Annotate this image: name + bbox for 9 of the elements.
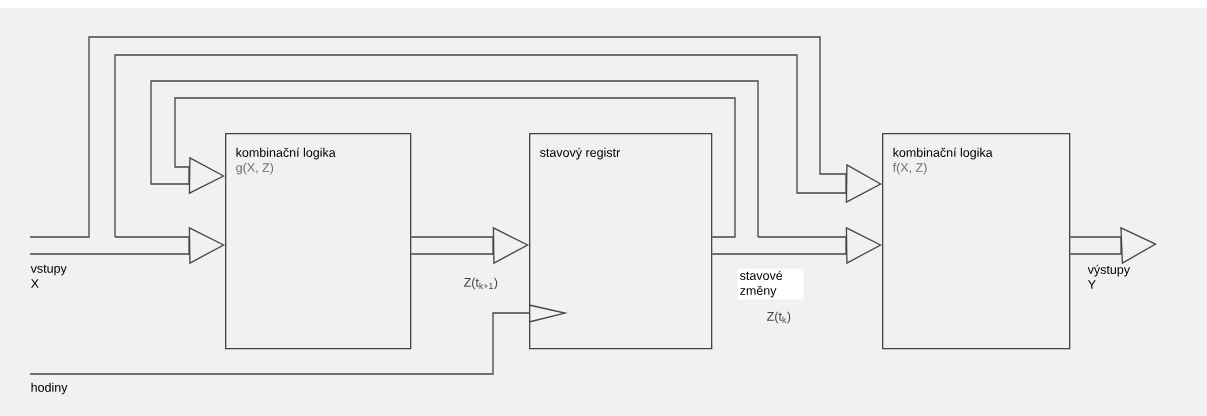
signal-label: stavové změny [737,268,804,300]
logic-block: kombinační logika g(X, Z) [225,133,412,350]
signal-label: vstupy X [30,264,67,288]
signal-label: hodiny [31,382,68,395]
logic-block: stavový registr [529,133,713,350]
bus-arrow [150,80,759,238]
bus-arrow [29,36,882,238]
logic-block: kombinační logika f(X, Z) [882,133,1071,350]
signal-label: výstupy Y [1087,264,1130,289]
